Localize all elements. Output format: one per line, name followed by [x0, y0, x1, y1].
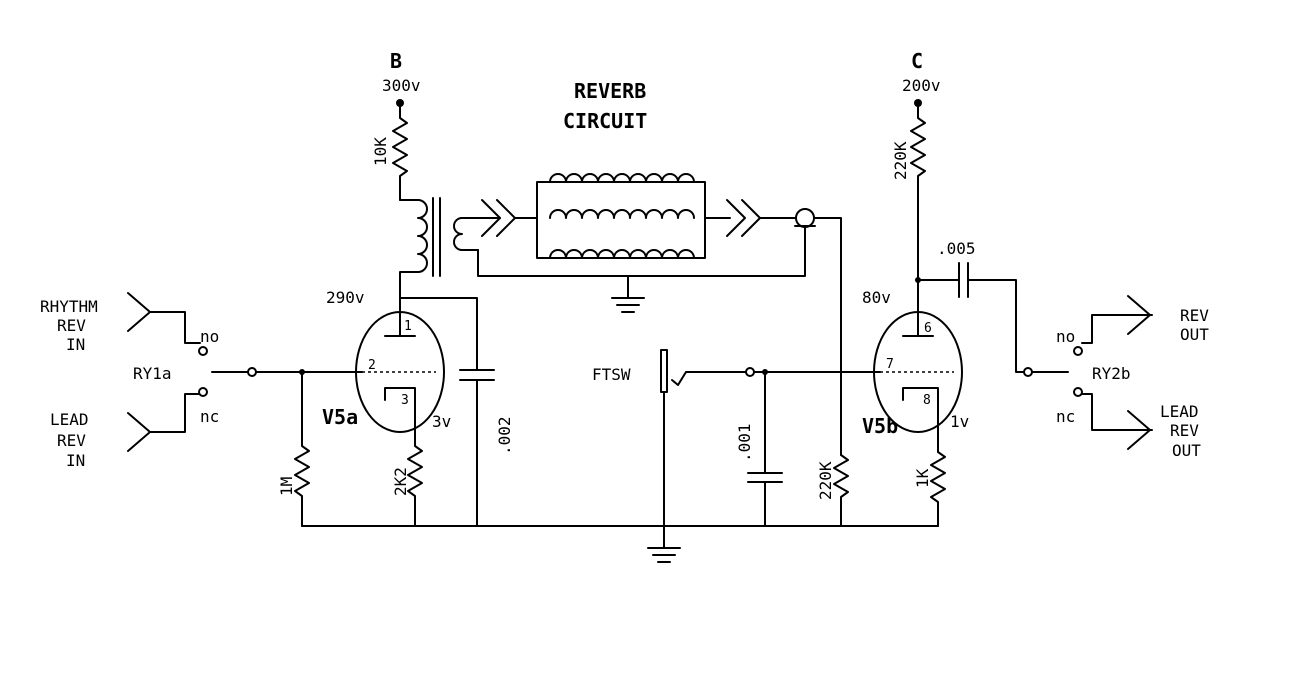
svg-text:1M: 1M: [277, 477, 296, 496]
ry1a-no-label: no: [200, 327, 219, 346]
resistor-220k-grid: 220K: [816, 454, 849, 527]
svg-text:6: 6: [924, 321, 932, 336]
resistor-1k: 1K: [913, 439, 946, 527]
rhythm-rev-in-label: RHYTHM REV IN: [40, 297, 98, 354]
svg-text:REV: REV: [57, 316, 86, 335]
lead-rev-out-line3: OUT: [1172, 441, 1201, 460]
rev-out-jack: [1081, 295, 1153, 344]
svg-text:REV: REV: [57, 431, 86, 450]
lead-jack: [127, 393, 201, 452]
tube-v5b: 6 7 8 80v V5b 1v: [862, 288, 969, 441]
supply-c-voltage: 200v: [902, 76, 941, 95]
v5a-name: V5a: [322, 405, 358, 429]
subtitle: CIRCUIT: [563, 109, 647, 133]
supply-b-voltage: 300v: [382, 76, 421, 95]
ry1a-common: [247, 367, 257, 377]
resistor-220k-plate: [910, 102, 926, 301]
svg-text:IN: IN: [66, 451, 85, 470]
capacitor-001: .001: [735, 369, 783, 527]
svg-text:8: 8: [923, 393, 931, 408]
resistor-220k-plate-label: 220K: [891, 141, 910, 180]
svg-text:1: 1: [404, 319, 412, 334]
input-section: RHYTHM REV IN LEAD REV IN no nc RY1a: [40, 292, 363, 470]
rev-out-line2: OUT: [1180, 325, 1209, 344]
capacitor-005: .005: [915, 239, 1025, 373]
supply-c-name: C: [911, 49, 923, 73]
reverb-transformer: [399, 197, 806, 299]
supply-c: C 200v 220K: [891, 49, 941, 301]
svg-text:7: 7: [886, 357, 894, 372]
ry2b-nc-contact: [1073, 387, 1083, 397]
capacitor-002: .002: [459, 369, 514, 527]
lead-rev-out-line2: REV: [1170, 421, 1199, 440]
capacitor-001-label: .001: [735, 423, 754, 462]
ry2b-no-label: no: [1056, 327, 1075, 346]
svg-text:1K: 1K: [913, 468, 932, 488]
ry1a-label: RY1a: [133, 364, 172, 383]
lead-rev-out-jack: [1081, 393, 1153, 450]
reverb-tank: [477, 173, 842, 456]
resistor-1m: 1M: [277, 369, 310, 527]
rhythm-jack: [127, 292, 201, 344]
capacitor-002-label: .002: [495, 416, 514, 455]
resistor-10k-label: 10K: [371, 137, 390, 166]
ry2b-label: RY2b: [1092, 364, 1131, 383]
v5b-plate-voltage: 80v: [862, 288, 891, 307]
supply-b: B 300v 10K: [371, 49, 421, 201]
v5a-cathode-voltage: 3v: [432, 412, 451, 431]
ftsw-label: FTSW: [592, 365, 631, 384]
svg-text:RHYTHM: RHYTHM: [40, 297, 98, 316]
svg-text:220K: 220K: [816, 461, 835, 500]
lead-rev-out-line1: LEAD: [1160, 402, 1199, 421]
tube-v5a: 1 2 3 290v V5a 3v: [322, 288, 451, 441]
svg-text:3: 3: [401, 393, 409, 408]
supply-b-name: B: [390, 49, 402, 73]
capacitor-005-label: .005: [937, 239, 976, 258]
ry1a-nc-contact: [198, 387, 208, 397]
title: REVERB: [574, 79, 646, 103]
ry2b-no-contact: [1073, 346, 1083, 356]
resistor-2k2: 2K2: [391, 439, 423, 527]
ry1a-nc-label: nc: [200, 407, 219, 426]
v5b-name: V5b: [862, 414, 898, 438]
rev-out-line1: REV: [1180, 306, 1209, 325]
svg-text:LEAD: LEAD: [50, 410, 89, 429]
ry2b-nc-label: nc: [1056, 407, 1075, 426]
svg-text:2K2: 2K2: [391, 467, 410, 496]
v5a-plate-voltage: 290v: [326, 288, 365, 307]
lead-rev-in-label: LEAD REV IN: [50, 410, 89, 470]
svg-text:IN: IN: [66, 335, 85, 354]
output-section: no nc RY2b REV OUT LEAD REV OUT: [1023, 295, 1209, 460]
resistor-10k: [392, 102, 408, 201]
svg-text:2: 2: [368, 358, 376, 373]
v5b-cathode-voltage: 1v: [950, 412, 969, 431]
footswitch: FTSW: [592, 349, 747, 563]
ry2b-common: [1023, 367, 1033, 377]
ry1a-no-contact: [198, 346, 208, 356]
